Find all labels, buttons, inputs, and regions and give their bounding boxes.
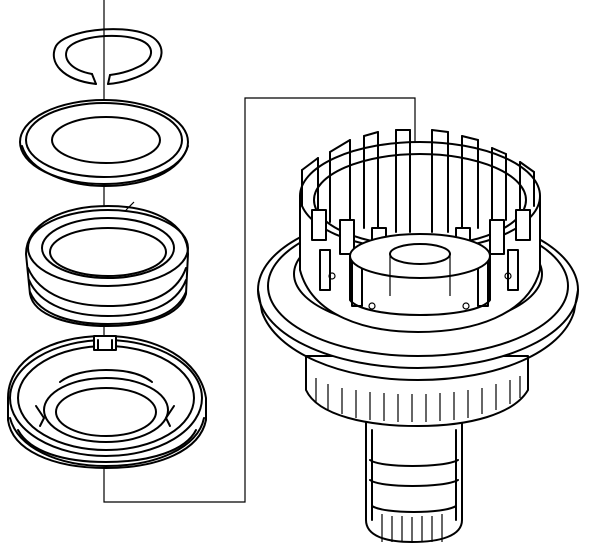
snap-ring [52, 28, 163, 85]
piston-housing [7, 335, 207, 469]
clutch-drum-with-shaft [257, 129, 579, 543]
flat-washer [19, 99, 189, 187]
piston-with-seals [25, 201, 189, 327]
